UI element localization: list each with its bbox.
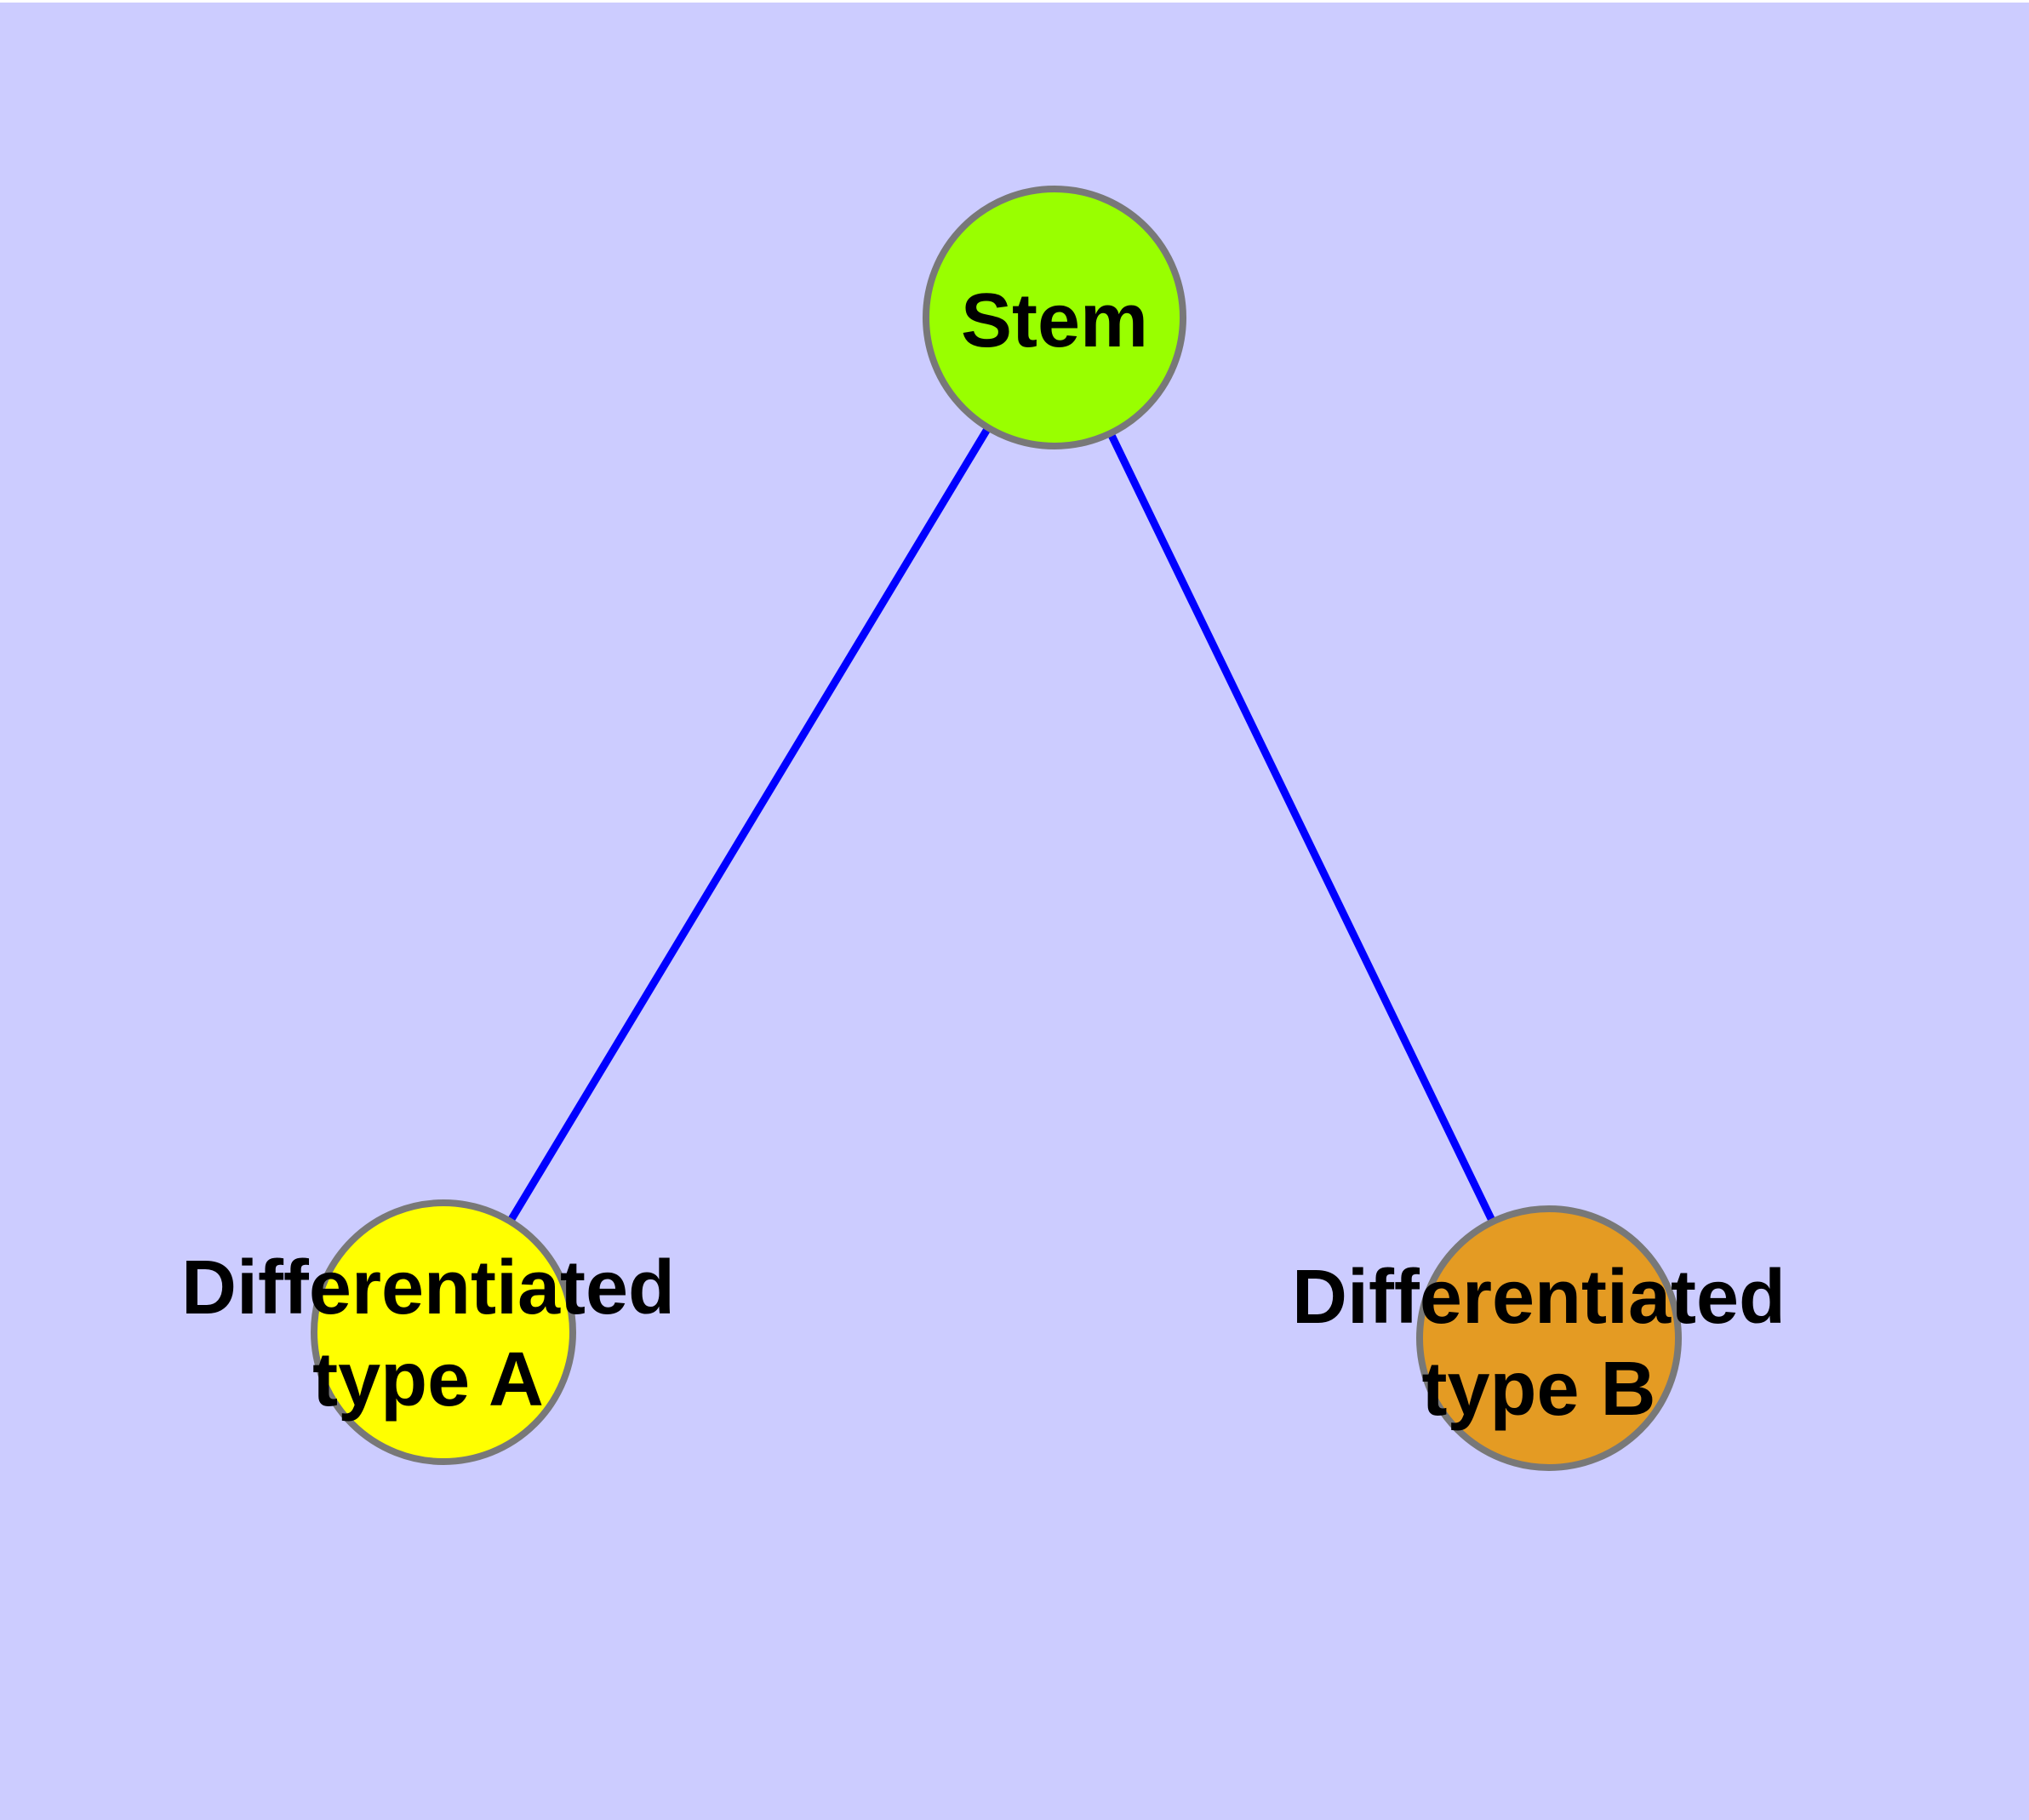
edge-stem-to-type-a (440, 315, 1058, 1335)
node-differentiated-type-a (311, 1199, 576, 1465)
node-stem-label: Stem (961, 278, 1148, 363)
node-type-a-label-line2: type A (312, 1337, 544, 1422)
node-stem (923, 186, 1186, 449)
edge-stem-to-type-b (1050, 316, 1553, 1340)
node-type-b-label-line2: type B (1421, 1347, 1655, 1432)
node-type-b-label-line1: Differentiated (1292, 1255, 1786, 1340)
cell-differentiation-graph: Stem Differentiated type A Differentiate… (181, 186, 1786, 1471)
plot-background: Stem Differentiated type A Differentiate… (0, 3, 2029, 1820)
node-differentiated-type-b (1416, 1205, 1682, 1471)
node-type-a-label-line1: Differentiated (181, 1245, 675, 1331)
